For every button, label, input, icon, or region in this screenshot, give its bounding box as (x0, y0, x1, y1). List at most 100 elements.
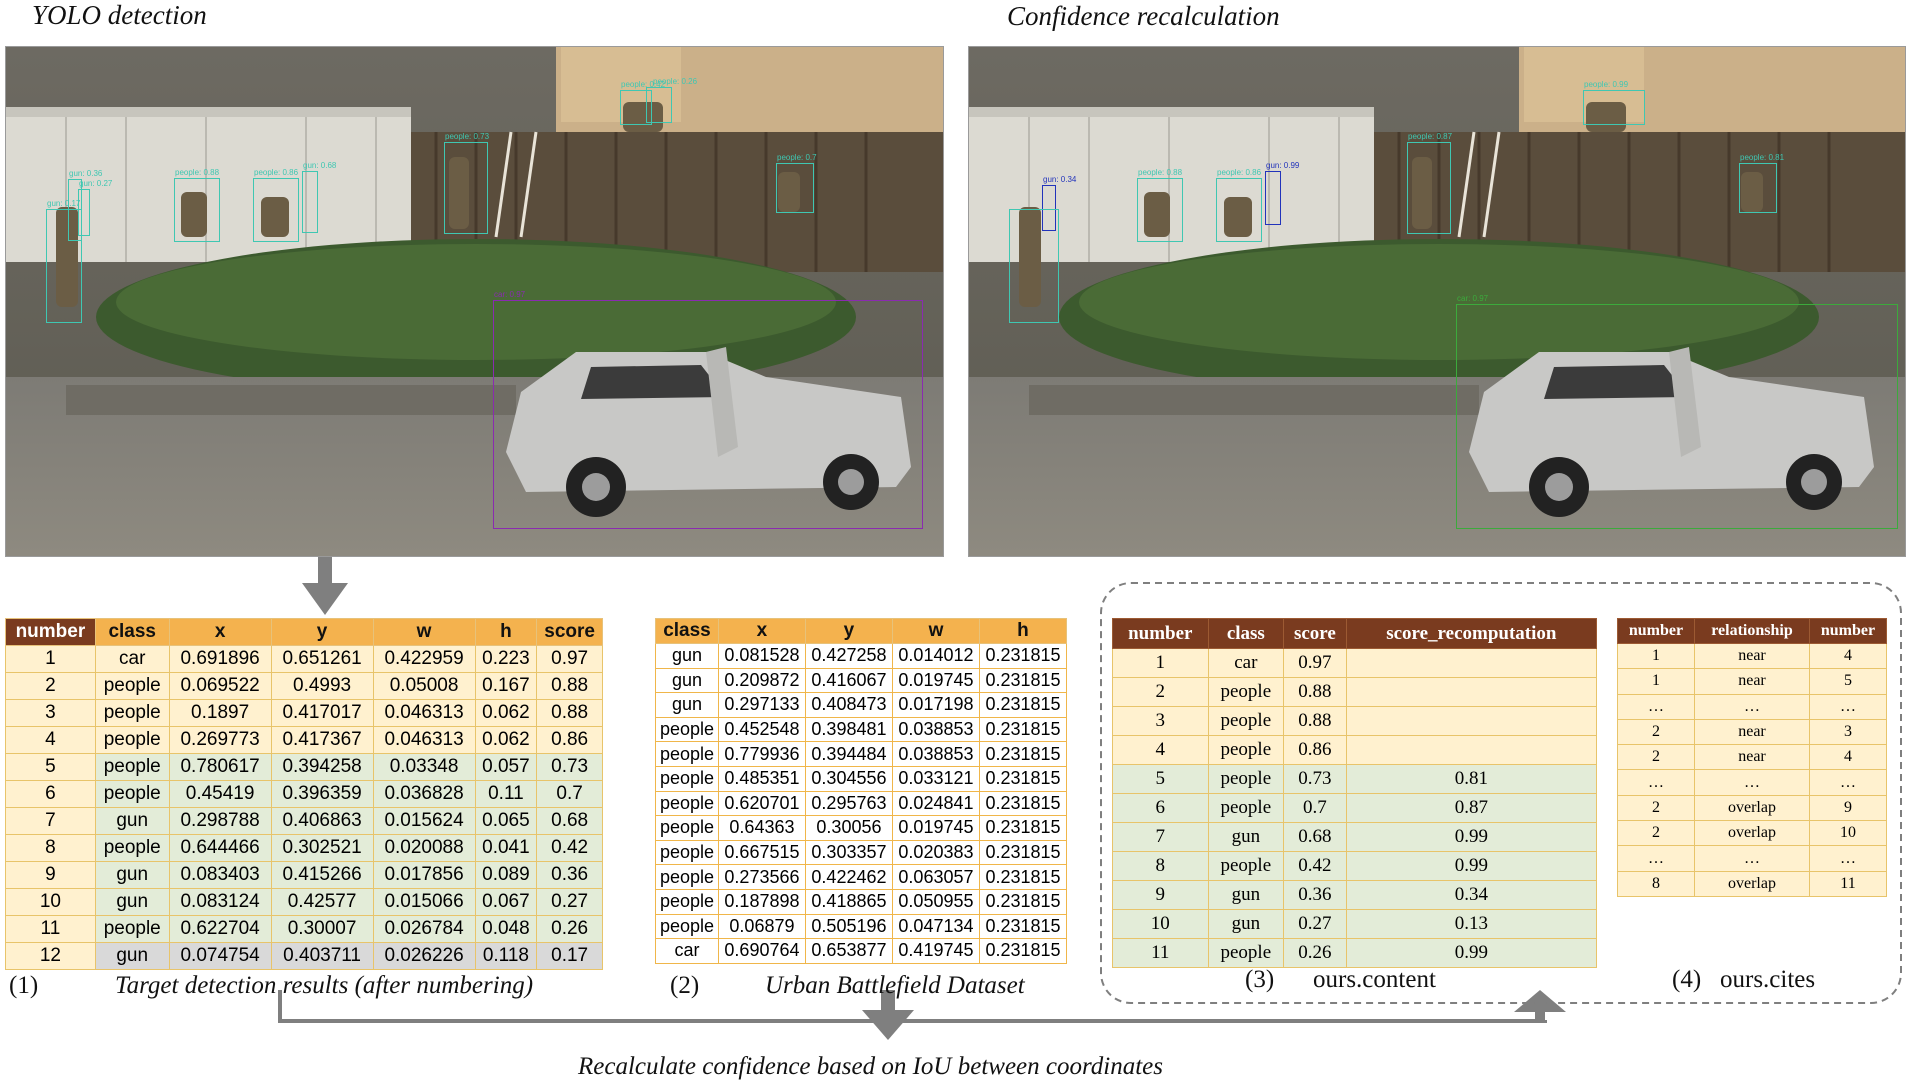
table-cell: 0.7 (1283, 793, 1347, 823)
table-cell: 0.73 (536, 753, 603, 781)
table-cell: 0.036828 (372, 780, 476, 808)
table-cell: 11 (1808, 870, 1888, 897)
right-title: Confidence recalculation (1007, 1, 1280, 31)
table-cell: gun (1207, 822, 1285, 852)
table-cell: 0.069522 (168, 672, 272, 700)
table-cell: 2 (1617, 744, 1695, 771)
table-cell: 10 (1808, 820, 1888, 847)
table-cell: 0.667515 (717, 839, 806, 866)
table-cell: 0.97 (536, 645, 603, 673)
table-cell: 10 (5, 888, 96, 916)
table-cell: 0.118 (474, 942, 538, 970)
table-cell: 0.083124 (168, 888, 272, 916)
column-header: w (372, 618, 476, 646)
table-cell: 0.187898 (717, 888, 806, 915)
bbox-label: people: 0.99 (1584, 80, 1629, 89)
table-cell: 2 (1617, 794, 1695, 822)
bbox-people: people: 0.7 (776, 153, 817, 213)
table-row: ……… (1617, 693, 1888, 720)
table-cell: overlap (1693, 870, 1810, 897)
table-cell: 0.81 (1345, 764, 1598, 794)
column-header: x (168, 618, 272, 646)
table-cell: gun (94, 861, 170, 889)
column-header: score (1283, 618, 1347, 649)
table-cell: 0.231815 (978, 741, 1068, 767)
table-cell: 0.73 (1283, 764, 1347, 794)
column-header: class (655, 618, 719, 644)
table-cell: 0.13 (1345, 909, 1598, 939)
bbox-label: gun: 0.17 (47, 199, 81, 208)
table-cell: 0.020383 (891, 839, 980, 866)
bbox-people (1009, 209, 1059, 323)
table-cell: 0.041 (474, 834, 538, 862)
table-cell: 1 (1617, 668, 1695, 695)
table-cell: 0.038853 (891, 741, 980, 767)
table-cell: people (1207, 793, 1285, 823)
table-cell: 0.231815 (978, 667, 1068, 694)
table-cell: 5 (5, 753, 96, 781)
table-cell: 0.231815 (978, 716, 1068, 743)
table-cell: 0.057 (474, 753, 538, 781)
column-header: relationship (1693, 618, 1810, 644)
caption-1-text: Target detection results (after numberin… (115, 972, 534, 999)
table-cell: 0.97 (1283, 648, 1347, 678)
table-cell: 0.03348 (372, 753, 476, 781)
table-cell: 12 (5, 942, 96, 970)
table-cell: 4 (5, 726, 96, 754)
bbox-label: people: 0.81 (1740, 153, 1785, 162)
table-cell: 0.780617 (168, 753, 272, 781)
table-cell: 0.11 (474, 780, 538, 808)
table-cell: 0.394258 (270, 753, 374, 781)
table-cell: people (655, 839, 719, 866)
bbox-label: people: 0.42 (621, 80, 666, 89)
table-cell: 0.231815 (978, 643, 1068, 669)
table-cell: 0.620701 (717, 790, 806, 817)
bbox-label: people: 0.7 (777, 153, 817, 162)
table-cell: 0.269773 (168, 726, 272, 754)
table-cell: 0.422959 (372, 645, 476, 673)
bbox-people: people: 0.42 (620, 80, 665, 125)
bbox-label: gun: 0.68 (303, 161, 337, 170)
table-cell: 0.416067 (804, 667, 893, 694)
column-header: y (270, 618, 374, 646)
table-cell: people (1207, 851, 1285, 881)
table-cell: 0.408473 (804, 692, 893, 718)
table-cell: gun (655, 692, 719, 718)
table-cell: 2 (5, 672, 96, 700)
table-cell: 9 (1112, 880, 1209, 910)
table-cell: gun (1207, 880, 1285, 910)
table-cell: 0.047134 (891, 913, 980, 940)
table-cell: 0.05008 (372, 672, 476, 700)
table-cell: 0.024841 (891, 790, 980, 817)
column-header: x (717, 618, 806, 644)
caption-4-number: (4) (1672, 966, 1702, 993)
table-cell: 0.223 (474, 645, 538, 673)
table-cell: 0.014012 (891, 643, 980, 669)
table-cell: 0.505196 (804, 913, 893, 940)
table-cell: 0.690764 (717, 938, 806, 964)
table-cell: 0.7 (536, 780, 603, 808)
table-cell: gun (655, 667, 719, 694)
table-cell: 4 (1808, 744, 1888, 771)
bbox-label: car: 0.97 (1457, 294, 1489, 303)
table-cell: 1 (5, 645, 96, 673)
column-header: number (1617, 618, 1695, 644)
bbox-label: people: 0.87 (1408, 132, 1453, 141)
table-cell: 0.88 (536, 672, 603, 700)
